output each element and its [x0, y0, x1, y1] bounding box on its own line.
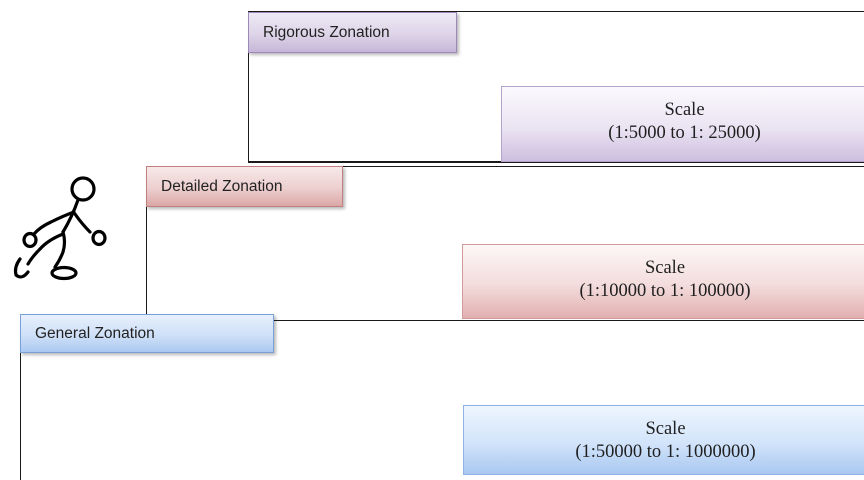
step-general	[20, 320, 864, 480]
scale-range: (1:50000 to 1: 1000000)	[575, 442, 756, 462]
scale-range: (1:10000 to 1: 100000)	[579, 281, 751, 301]
step-rigorous	[248, 11, 864, 163]
scale-title: Scale	[664, 100, 705, 120]
scale-title: Scale	[645, 419, 686, 439]
detailed-zonation-label: Detailed Zonation	[146, 166, 343, 207]
scale-range: (1:5000 to 1: 25000)	[608, 123, 761, 143]
general-scale-box: Scale (1:50000 to 1: 1000000)	[463, 405, 864, 475]
rigorous-scale-box: Scale (1:5000 to 1: 25000)	[501, 86, 864, 162]
rigorous-zonation-label: Rigorous Zonation	[248, 12, 457, 53]
detailed-scale-box: Scale (1:10000 to 1: 100000)	[462, 244, 864, 319]
step-detailed	[146, 166, 864, 320]
general-zonation-label: General Zonation	[20, 314, 274, 353]
stick-figure-climbing-icon	[13, 176, 107, 281]
scale-title: Scale	[644, 258, 686, 278]
